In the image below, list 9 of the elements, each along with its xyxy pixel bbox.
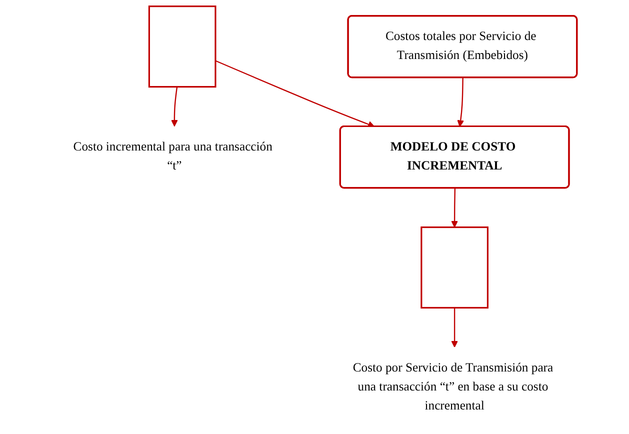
node-box [148, 6, 216, 88]
node-text: Costo incremental para una transacción “t” [73, 140, 272, 173]
arrow [170, 86, 178, 127]
node-text: Costo por Servicio de Transmisión para una transacción “t” en base a su costo incremental [352, 361, 554, 413]
node-box [420, 226, 488, 309]
arrow [457, 78, 464, 127]
arrow [451, 308, 458, 348]
arrow [215, 60, 375, 128]
arrow [451, 188, 458, 228]
